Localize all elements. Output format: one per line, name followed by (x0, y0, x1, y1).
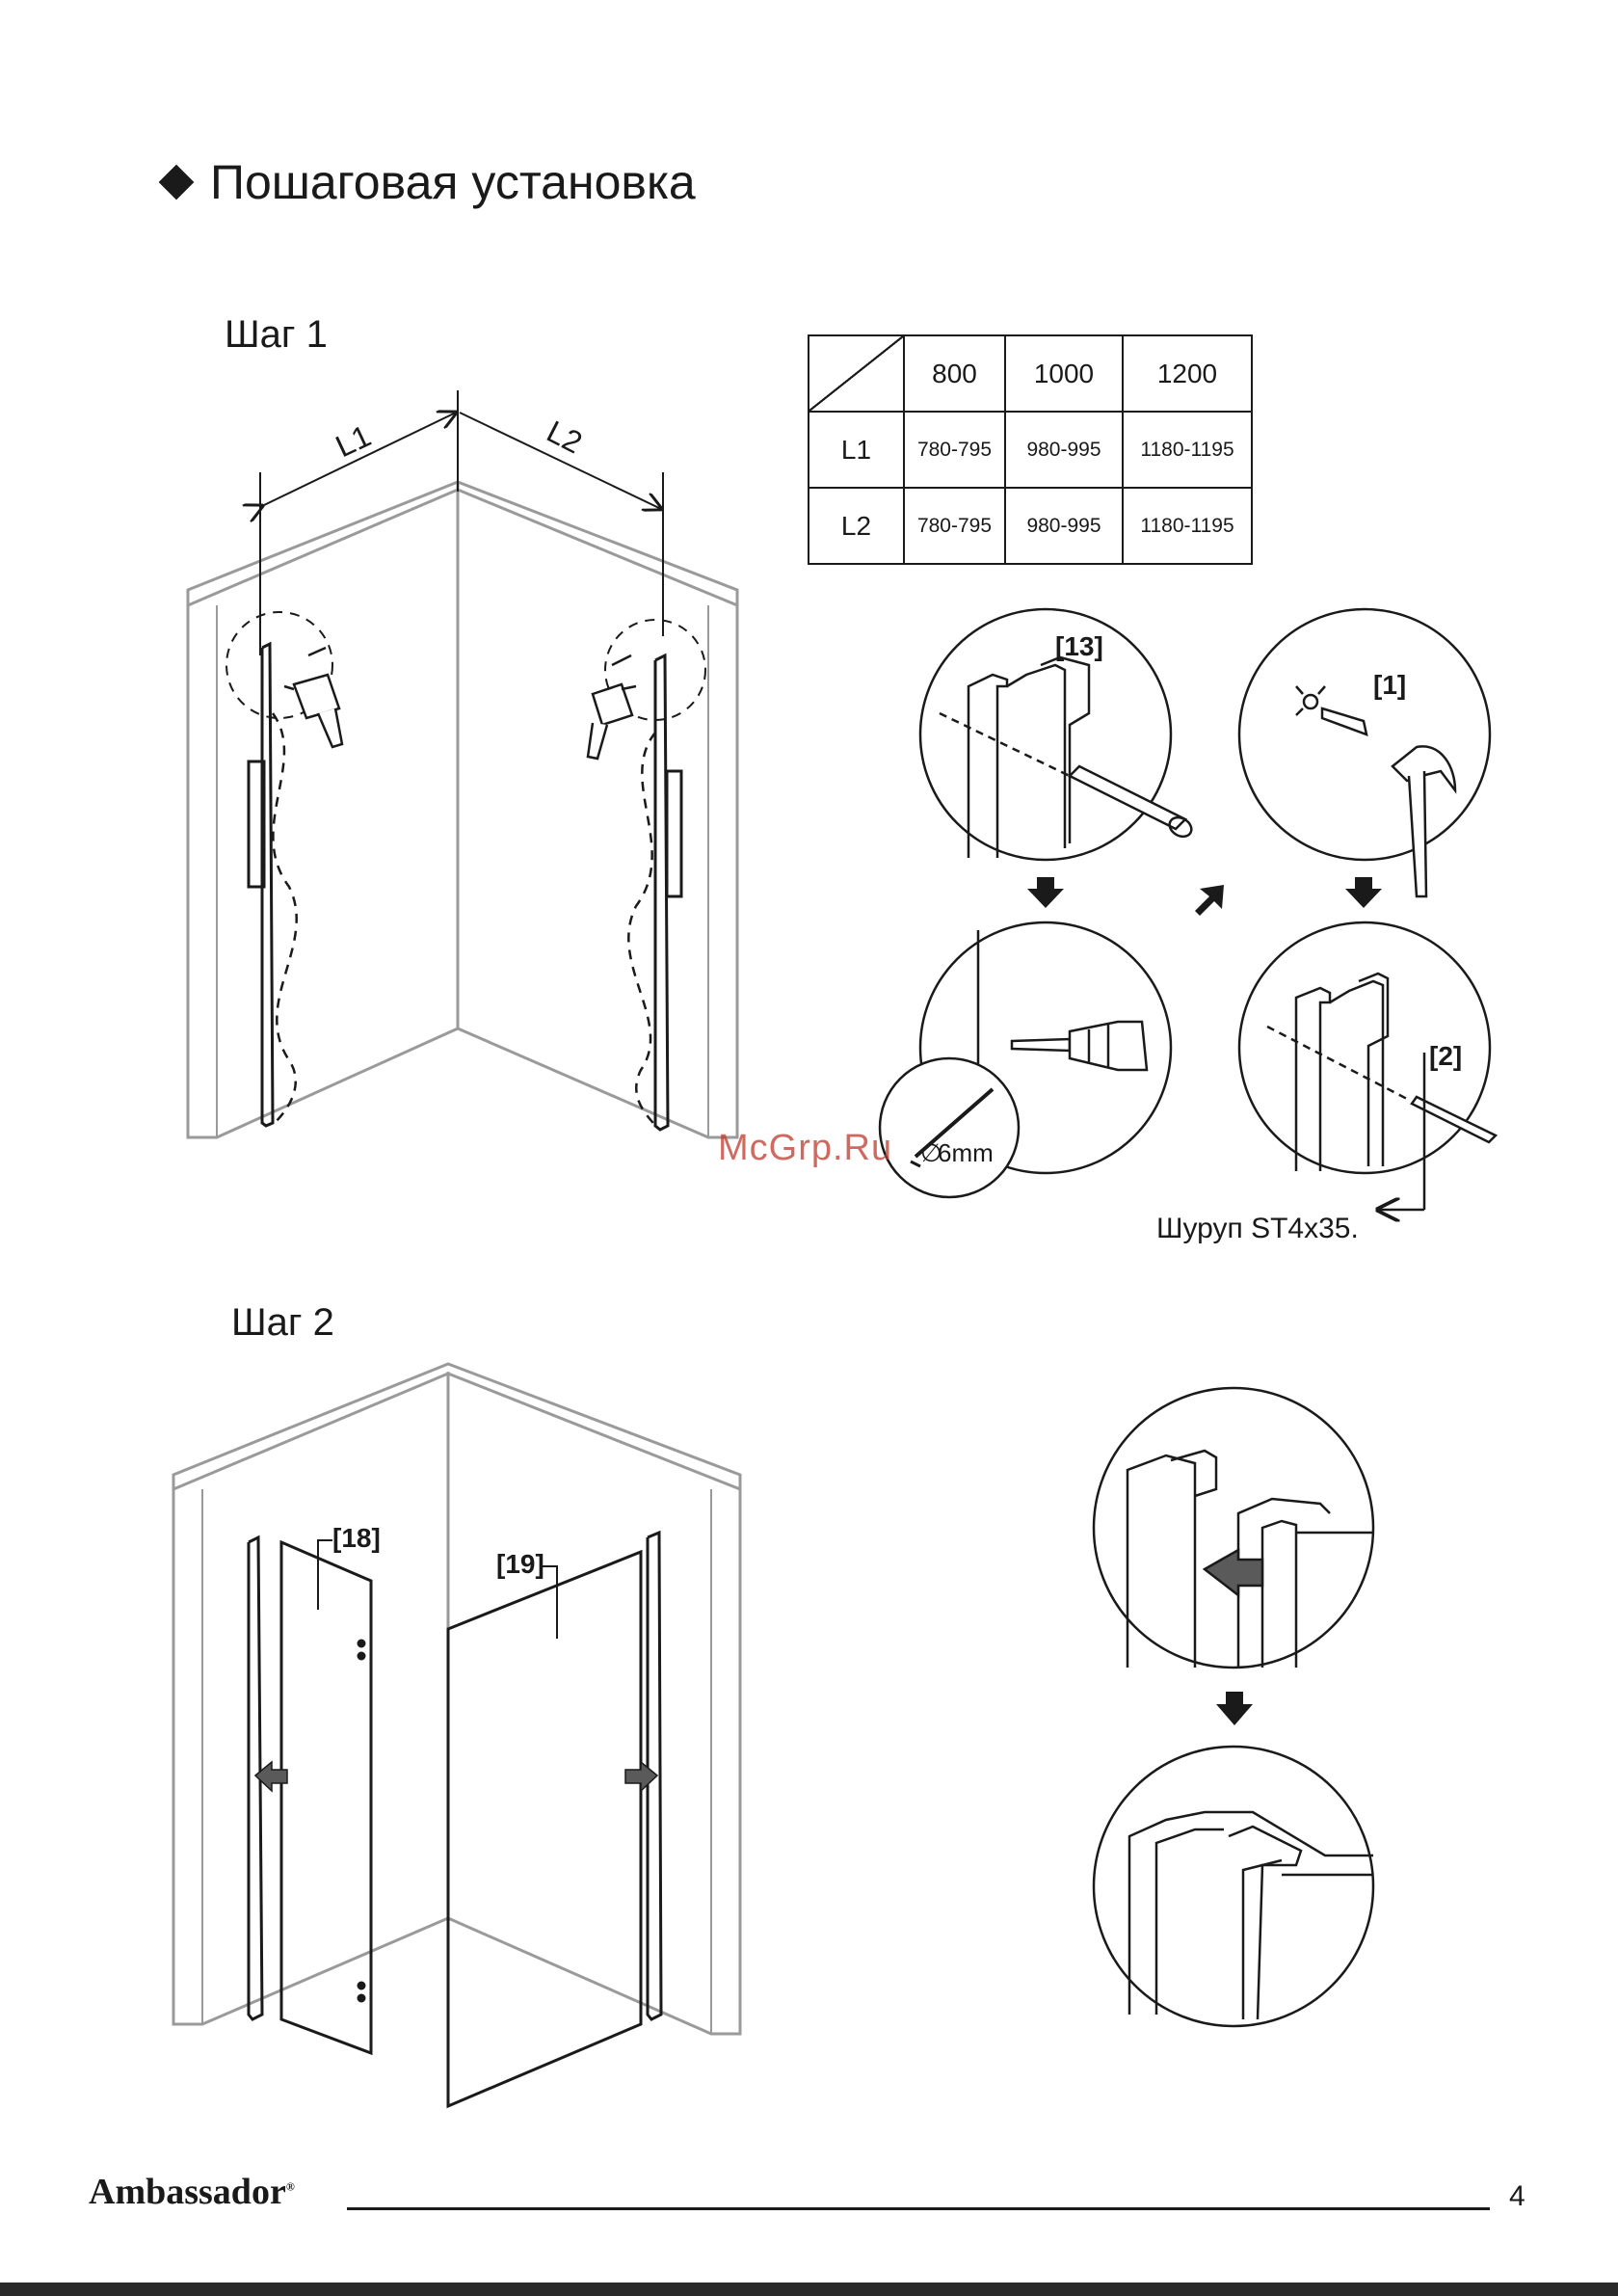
dimension-label-l2: L2 (542, 414, 588, 460)
arrow-down-icon (1027, 877, 1064, 908)
drill-size-label: ∅ 6mm (920, 1138, 994, 1167)
detail-profile-fitted (1094, 1747, 1373, 2026)
detail-profile-insertion (1094, 1388, 1373, 1668)
page-number: 4 (1509, 2180, 1525, 2213)
callout-panel-18: [18] (332, 1523, 381, 1553)
callout-screw-2: [2] (1429, 1041, 1462, 1071)
arrow-right-icon (625, 1762, 657, 1791)
detail-plug-hammer (1239, 609, 1490, 896)
drill-icon (284, 648, 342, 747)
step1-dimension-lines (260, 390, 663, 655)
footer-divider (347, 2207, 1490, 2210)
screw-note: Шуруп ST4x35. (1156, 1213, 1359, 1245)
callout-profile-13: [13] (1055, 631, 1103, 661)
arrow-up-right-icon (1195, 885, 1224, 916)
callout-plug-1: [1] (1373, 670, 1406, 700)
drill-icon (588, 655, 636, 759)
step2-panels (249, 1533, 661, 2106)
arrow-down-icon (1216, 1692, 1253, 1725)
bottom-bar (0, 2283, 1618, 2296)
callout-panel-19: [19] (496, 1549, 544, 1579)
brand-text: Ambassador (89, 2172, 286, 2212)
arrow-down-icon (1345, 877, 1382, 908)
step2-slide-arrows (255, 1762, 657, 1791)
brand-logo: Ambassador® (89, 2171, 295, 2213)
process-arrows (1027, 877, 1382, 1725)
drill-size-text: 6mm (938, 1138, 994, 1167)
dimension-label-l1: L1 (331, 418, 376, 465)
watermark: McGrp.Ru (718, 1128, 892, 1169)
